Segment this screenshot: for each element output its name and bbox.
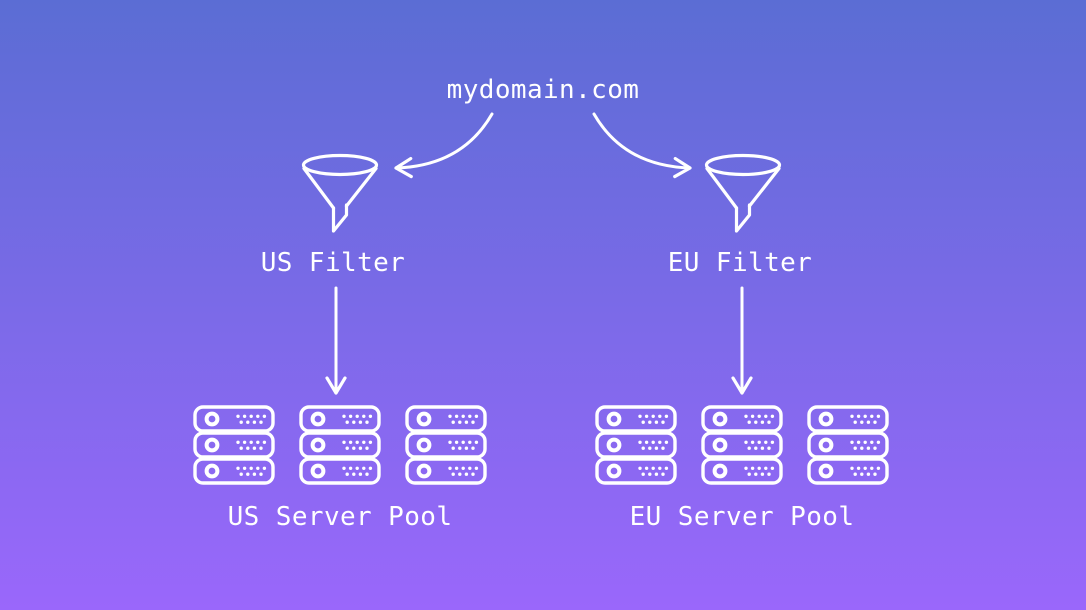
server-icon xyxy=(299,431,381,459)
server-icon xyxy=(701,457,783,485)
eu-filter-label: EU Filter xyxy=(667,248,813,278)
server-icon xyxy=(595,457,677,485)
eu-funnel-icon xyxy=(704,153,782,233)
server-icon xyxy=(807,431,889,459)
server-icon xyxy=(807,405,889,433)
server-icon xyxy=(405,457,487,485)
server-icon xyxy=(405,405,487,433)
us-pool-label: US Server Pool xyxy=(227,502,453,532)
server-icon xyxy=(701,405,783,433)
server-stack xyxy=(299,405,381,485)
server-stack xyxy=(807,405,889,485)
us-server-pool: US Server Pool xyxy=(193,405,487,531)
server-stack xyxy=(193,405,275,485)
server-stack xyxy=(405,405,487,485)
us-server-stacks xyxy=(193,405,487,485)
server-icon xyxy=(193,431,275,459)
arrow-domain-to-us-filter xyxy=(394,112,494,179)
server-icon xyxy=(405,431,487,459)
server-icon xyxy=(595,405,677,433)
server-icon xyxy=(807,457,889,485)
us-filter-label: US Filter xyxy=(260,248,406,278)
domain-label: mydomain.com xyxy=(446,75,640,105)
server-icon xyxy=(595,431,677,459)
eu-server-pool: EU Server Pool xyxy=(595,405,889,531)
us-funnel-icon xyxy=(301,153,379,233)
server-stack xyxy=(701,405,783,485)
server-icon xyxy=(193,405,275,433)
eu-pool-label: EU Server Pool xyxy=(629,502,855,532)
server-icon xyxy=(299,405,381,433)
server-stack xyxy=(595,405,677,485)
eu-server-stacks xyxy=(595,405,889,485)
server-icon xyxy=(299,457,381,485)
server-icon xyxy=(193,457,275,485)
server-icon xyxy=(701,431,783,459)
arrow-domain-to-eu-filter xyxy=(592,112,692,179)
